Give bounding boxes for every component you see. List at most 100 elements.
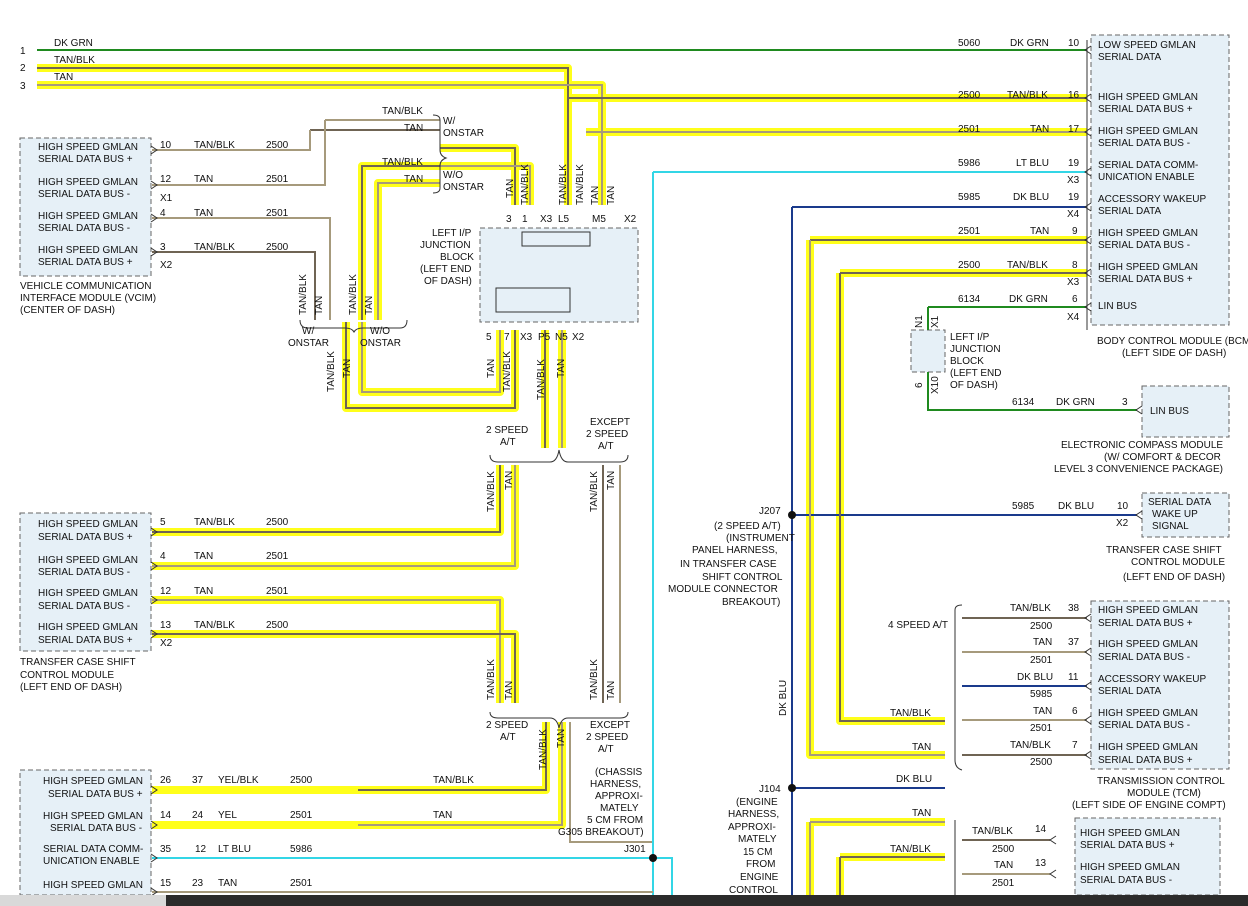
svg-text:ACCESSORY WAKEUP: ACCESSORY WAKEUP	[1098, 674, 1207, 685]
svg-text:W/: W/	[302, 326, 314, 337]
svg-text:A/T: A/T	[500, 732, 516, 743]
svg-text:2500: 2500	[958, 260, 981, 271]
svg-text:TAN: TAN	[364, 296, 375, 315]
svg-text:10: 10	[160, 140, 172, 151]
svg-text:SERIAL DATA BUS +: SERIAL DATA BUS +	[1098, 755, 1193, 766]
svg-text:LT BLU: LT BLU	[218, 844, 251, 855]
svg-text:(LEFT END OF DASH): (LEFT END OF DASH)	[1123, 572, 1225, 583]
svg-text:HIGH SPEED GMLAN: HIGH SPEED GMLAN	[38, 588, 138, 599]
svg-text:TAN/BLK: TAN/BLK	[1007, 90, 1048, 101]
svg-text:SERIAL DATA BUS +: SERIAL DATA BUS +	[38, 635, 133, 646]
svg-text:MATELY: MATELY	[738, 834, 777, 845]
svg-text:2500: 2500	[266, 517, 289, 528]
svg-text:SERIAL DATA BUS -: SERIAL DATA BUS -	[38, 223, 130, 234]
svg-text:TAN/BLK: TAN/BLK	[194, 242, 235, 253]
svg-text:BLOCK: BLOCK	[950, 356, 984, 367]
svg-text:12: 12	[195, 844, 207, 855]
svg-text:TAN/BLK: TAN/BLK	[520, 164, 531, 205]
bottom-scroll-strip[interactable]	[166, 895, 1248, 906]
svg-text:SERIAL DATA BUS -: SERIAL DATA BUS -	[1098, 720, 1190, 731]
svg-text:LEVEL 3 CONVENIENCE PACKAGE): LEVEL 3 CONVENIENCE PACKAGE)	[1054, 464, 1223, 475]
svg-text:TAN: TAN	[606, 186, 617, 205]
svg-text:P5: P5	[538, 332, 551, 343]
bottom-left-labels: HIGH SPEED GMLAN SERIAL DATA BUS + HIGH …	[43, 775, 474, 891]
svg-text:X1: X1	[160, 193, 173, 204]
top-wire-1-color: DK GRN	[54, 38, 93, 49]
svg-text:APPROXI-: APPROXI-	[728, 822, 776, 833]
svg-text:(LEFT END OF DASH): (LEFT END OF DASH)	[20, 682, 122, 693]
bottom-left-bar	[0, 895, 166, 906]
svg-text:TAN: TAN	[912, 742, 931, 753]
svg-text:12: 12	[160, 174, 172, 185]
svg-text:2501: 2501	[992, 878, 1015, 889]
svg-text:2500: 2500	[992, 844, 1015, 855]
svg-text:L5: L5	[558, 214, 570, 225]
svg-text:6: 6	[1072, 706, 1078, 717]
svg-text:WAKE UP: WAKE UP	[1152, 509, 1198, 520]
svg-text:5985: 5985	[1012, 501, 1035, 512]
svg-text:TAN: TAN	[486, 359, 497, 378]
svg-text:HIGH SPEED GMLAN: HIGH SPEED GMLAN	[38, 177, 138, 188]
svg-text:2 SPEED: 2 SPEED	[586, 732, 628, 743]
svg-text:2501: 2501	[958, 124, 981, 135]
svg-text:SERIAL DATA: SERIAL DATA	[1098, 52, 1161, 63]
svg-text:TAN/BLK: TAN/BLK	[890, 844, 931, 855]
svg-text:6: 6	[1072, 294, 1078, 305]
svg-text:TAN: TAN	[194, 551, 213, 562]
svg-text:INTERFACE MODULE (VCIM): INTERFACE MODULE (VCIM)	[20, 293, 156, 304]
svg-text:TAN: TAN	[1030, 124, 1049, 135]
svg-text:SERIAL DATA: SERIAL DATA	[1148, 497, 1211, 508]
svg-text:38: 38	[1068, 603, 1080, 614]
svg-text:2501: 2501	[958, 226, 981, 237]
svg-text:IN TRANSFER CASE: IN TRANSFER CASE	[680, 559, 777, 570]
svg-text:VEHICLE COMMUNICATION: VEHICLE COMMUNICATION	[20, 281, 152, 292]
svg-text:2 SPEED: 2 SPEED	[586, 429, 628, 440]
top-wire-2-color: TAN/BLK	[54, 55, 95, 66]
svg-text:MODULE CONNECTOR: MODULE CONNECTOR	[668, 584, 778, 595]
svg-text:TRANSFER CASE SHIFT: TRANSFER CASE SHIFT	[1106, 545, 1222, 556]
svg-text:TAN: TAN	[504, 681, 515, 700]
svg-text:HIGH SPEED GMLAN: HIGH SPEED GMLAN	[1098, 742, 1198, 753]
tccm-left-box	[19, 512, 152, 652]
svg-text:5986: 5986	[958, 158, 981, 169]
svg-text:X3: X3	[540, 214, 553, 225]
svg-text:HIGH SPEED GMLAN: HIGH SPEED GMLAN	[43, 776, 143, 787]
svg-text:TAN: TAN	[194, 174, 213, 185]
svg-text:SERIAL DATA BUS -: SERIAL DATA BUS -	[50, 823, 142, 834]
svg-text:LOW SPEED GMLAN: LOW SPEED GMLAN	[1098, 40, 1196, 51]
svg-text:(ENGINE: (ENGINE	[736, 797, 778, 808]
svg-text:2500: 2500	[266, 140, 289, 151]
svg-text:17: 17	[1068, 124, 1080, 135]
svg-text:19: 19	[1068, 158, 1080, 169]
svg-text:SERIAL DATA BUS -: SERIAL DATA BUS -	[38, 567, 130, 578]
svg-text:TAN/BLK: TAN/BLK	[194, 620, 235, 631]
bcm-labels: LOW SPEED GMLAN SERIAL DATA HIGH SPEED G…	[958, 38, 1248, 359]
svg-text:TAN/BLK: TAN/BLK	[538, 729, 549, 770]
svg-text:HIGH SPEED GMLAN: HIGH SPEED GMLAN	[1098, 605, 1198, 616]
svg-text:SERIAL DATA BUS +: SERIAL DATA BUS +	[38, 154, 133, 165]
svg-text:A/T: A/T	[598, 441, 614, 452]
svg-text:2500: 2500	[1030, 757, 1053, 768]
svg-text:TAN: TAN	[404, 174, 423, 185]
svg-text:2501: 2501	[1030, 655, 1053, 666]
junction-labels: J207 (2 SPEED A/T) (INSTRUMENT PANEL HAR…	[668, 506, 932, 895]
svg-text:3: 3	[506, 214, 512, 225]
svg-text:W/O: W/O	[443, 170, 463, 181]
svg-text:UNICATION ENABLE: UNICATION ENABLE	[1098, 172, 1195, 183]
top-ref-2: 2	[20, 63, 26, 74]
svg-text:X4: X4	[1067, 209, 1080, 220]
svg-text:A/T: A/T	[598, 744, 614, 755]
svg-text:BREAKOUT): BREAKOUT)	[722, 597, 780, 608]
svg-text:X4: X4	[1067, 312, 1080, 323]
svg-text:DK GRN: DK GRN	[1056, 397, 1095, 408]
svg-text:2501: 2501	[266, 174, 289, 185]
svg-text:TAN/BLK: TAN/BLK	[1010, 740, 1051, 751]
svg-text:X3: X3	[520, 332, 533, 343]
svg-text:6134: 6134	[1012, 397, 1035, 408]
svg-text:J104: J104	[759, 784, 781, 795]
svg-text:2500: 2500	[266, 242, 289, 253]
svg-text:ACCESSORY WAKEUP: ACCESSORY WAKEUP	[1098, 194, 1207, 205]
svg-text:(INSTRUMENT: (INSTRUMENT	[726, 533, 795, 544]
svg-text:2 SPEED: 2 SPEED	[486, 720, 528, 731]
svg-text:HIGH SPEED GMLAN: HIGH SPEED GMLAN	[1080, 828, 1180, 839]
